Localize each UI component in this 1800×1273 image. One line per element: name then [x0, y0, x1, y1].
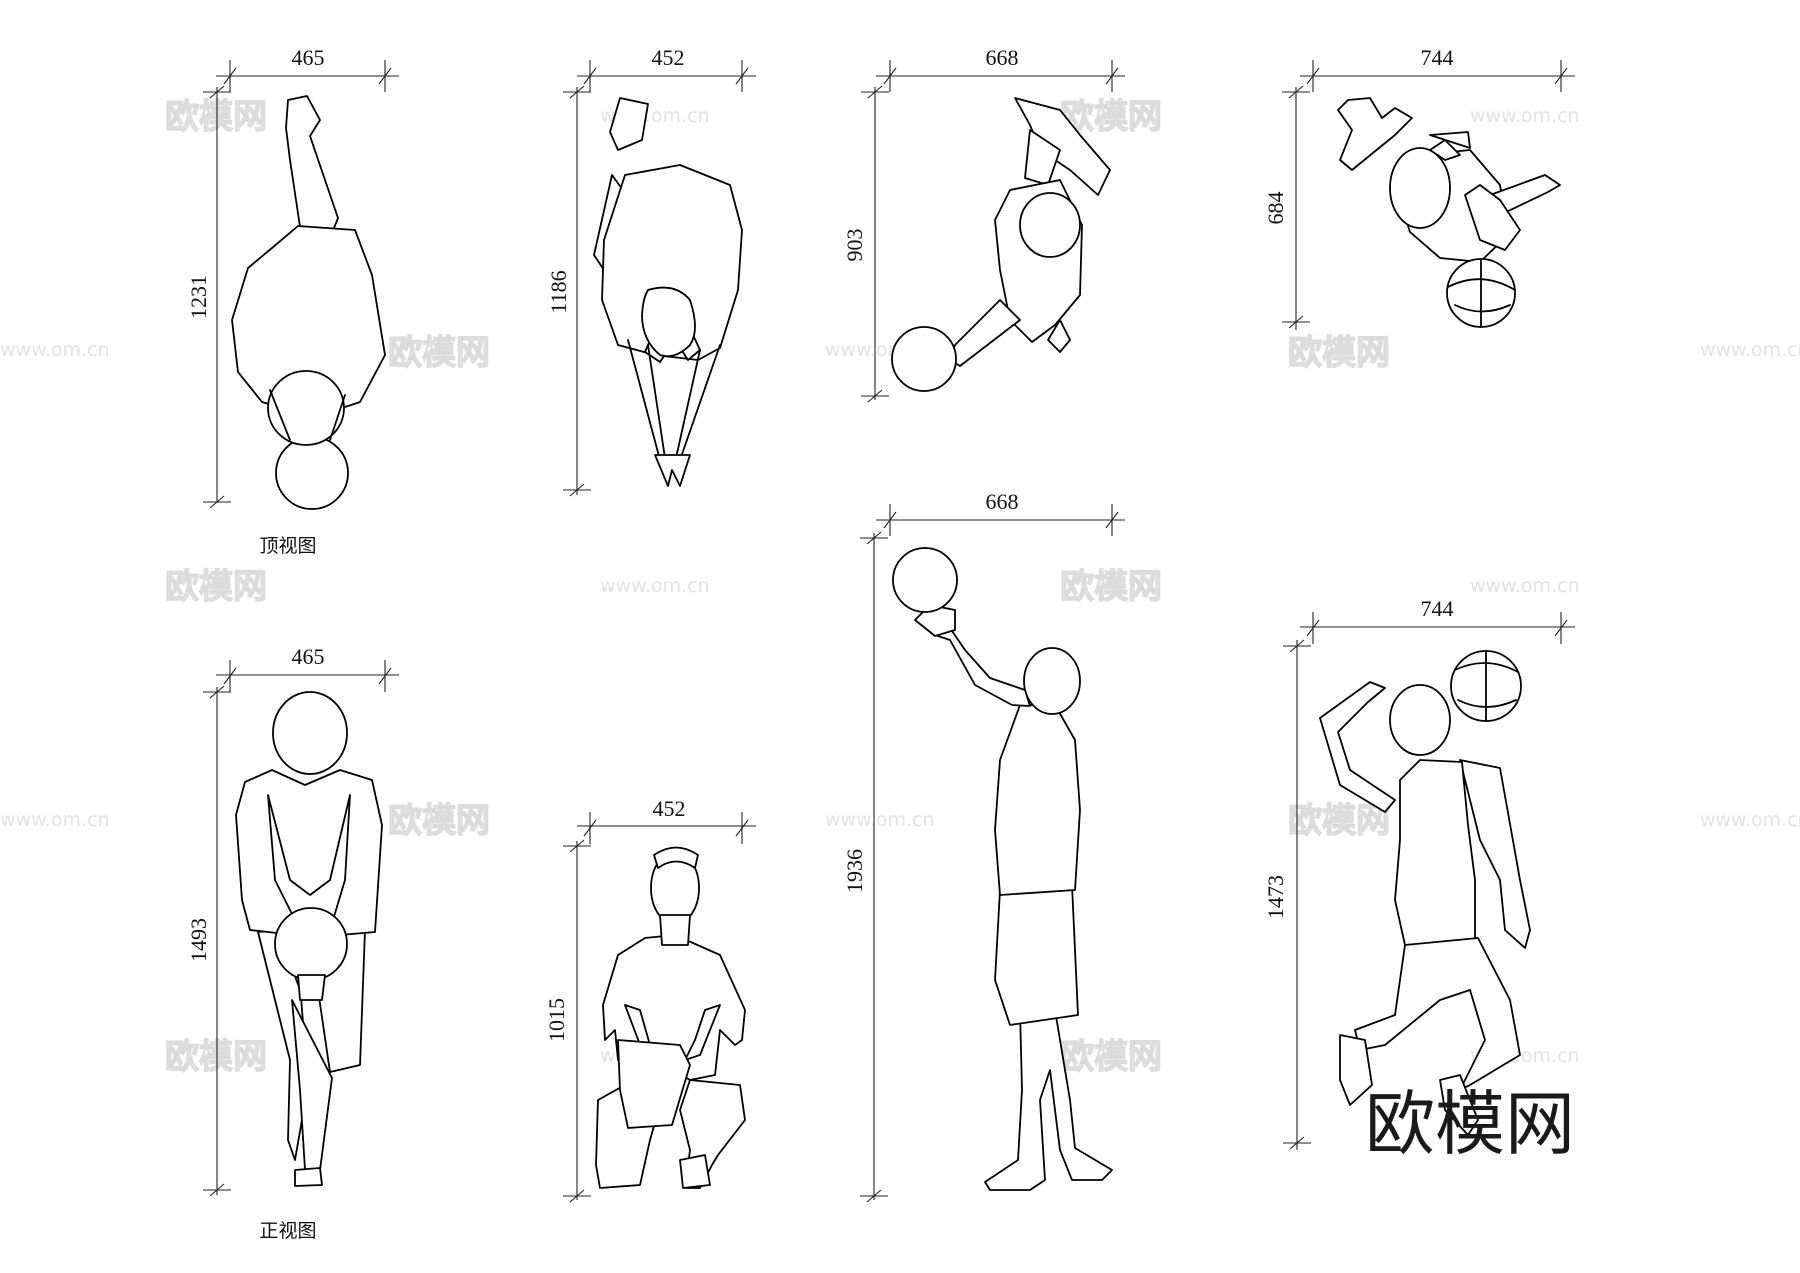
watermark-url: www.om.cn [0, 339, 110, 361]
watermark: 欧模网 [388, 333, 490, 373]
figure-front-3: 668 1936 [842, 489, 1125, 1203]
athlete-outline [892, 547, 1113, 1191]
watermark: 欧模网 [1060, 567, 1162, 607]
watermark: 欧模网 [1288, 333, 1390, 373]
watermark: 欧模网 [165, 1037, 267, 1077]
height-dimension: 1473 [1263, 875, 1288, 919]
watermark: 欧模网 [165, 97, 267, 137]
height-dimension: 1936 [842, 849, 867, 893]
width-dimension: 668 [986, 45, 1019, 70]
height-dimension: 1493 [186, 918, 211, 962]
width-dimension: 744 [1421, 45, 1454, 70]
width-dimension: 465 [292, 644, 325, 669]
athlete-outline [593, 97, 743, 487]
athlete-outline [1319, 650, 1531, 1136]
figure-top-1: 465 1231 顶视图 [186, 45, 399, 557]
watermark-url: www.om.cn [1700, 339, 1800, 361]
athlete-outline [891, 97, 1111, 392]
figure-front-2: 452 1015 [544, 796, 756, 1203]
athlete-outline [595, 846, 746, 1189]
dimension-lines [1282, 60, 1575, 330]
width-dimension: 452 [652, 45, 685, 70]
watermark-url: www.om.cn [1700, 809, 1800, 831]
watermark-url: www.om.cn [0, 809, 110, 831]
watermark: 欧模网 [165, 567, 267, 607]
width-dimension: 465 [292, 45, 325, 70]
watermark: 欧模网 [388, 801, 490, 841]
watermark: 欧模网 [1060, 1037, 1162, 1077]
height-dimension: 1015 [544, 998, 569, 1042]
watermark-url: www.om.cn [1470, 105, 1580, 127]
height-dimension: 684 [1263, 192, 1288, 225]
dimension-lines [203, 60, 399, 509]
caption-top-view: 顶视图 [259, 535, 316, 557]
dimension-lines [861, 60, 1125, 403]
figure-top-3: 668 903 [842, 45, 1125, 403]
dimension-lines [203, 660, 399, 1197]
dimension-lines [563, 60, 756, 497]
figure-front-4: 744 1473 [1263, 596, 1575, 1150]
width-dimension: 452 [653, 796, 686, 821]
dimension-lines [860, 504, 1125, 1203]
dimension-lines [1283, 612, 1575, 1150]
watermark: 欧模网 [1288, 801, 1390, 841]
figure-top-4: 744 684 [1263, 45, 1575, 330]
height-dimension: 903 [842, 229, 867, 262]
figure-front-1: 465 1493 正视图 [186, 644, 399, 1242]
watermark-url: www.om.cn [825, 809, 935, 831]
height-dimension: 1186 [546, 270, 571, 313]
brand-logo: 欧模网 [1365, 1083, 1575, 1165]
watermark-url: www.om.cn [1470, 575, 1580, 597]
athlete-outline [231, 95, 386, 510]
width-dimension: 668 [986, 489, 1019, 514]
width-dimension: 744 [1421, 596, 1454, 621]
figure-top-2: 452 1186 [546, 45, 756, 497]
athlete-outline [235, 691, 383, 1187]
height-dimension: 1231 [186, 275, 211, 319]
dimension-lines [563, 812, 756, 1203]
caption-front-view: 正视图 [259, 1220, 316, 1242]
athlete-outline [1337, 97, 1561, 328]
watermark-url: www.om.cn [600, 575, 710, 597]
